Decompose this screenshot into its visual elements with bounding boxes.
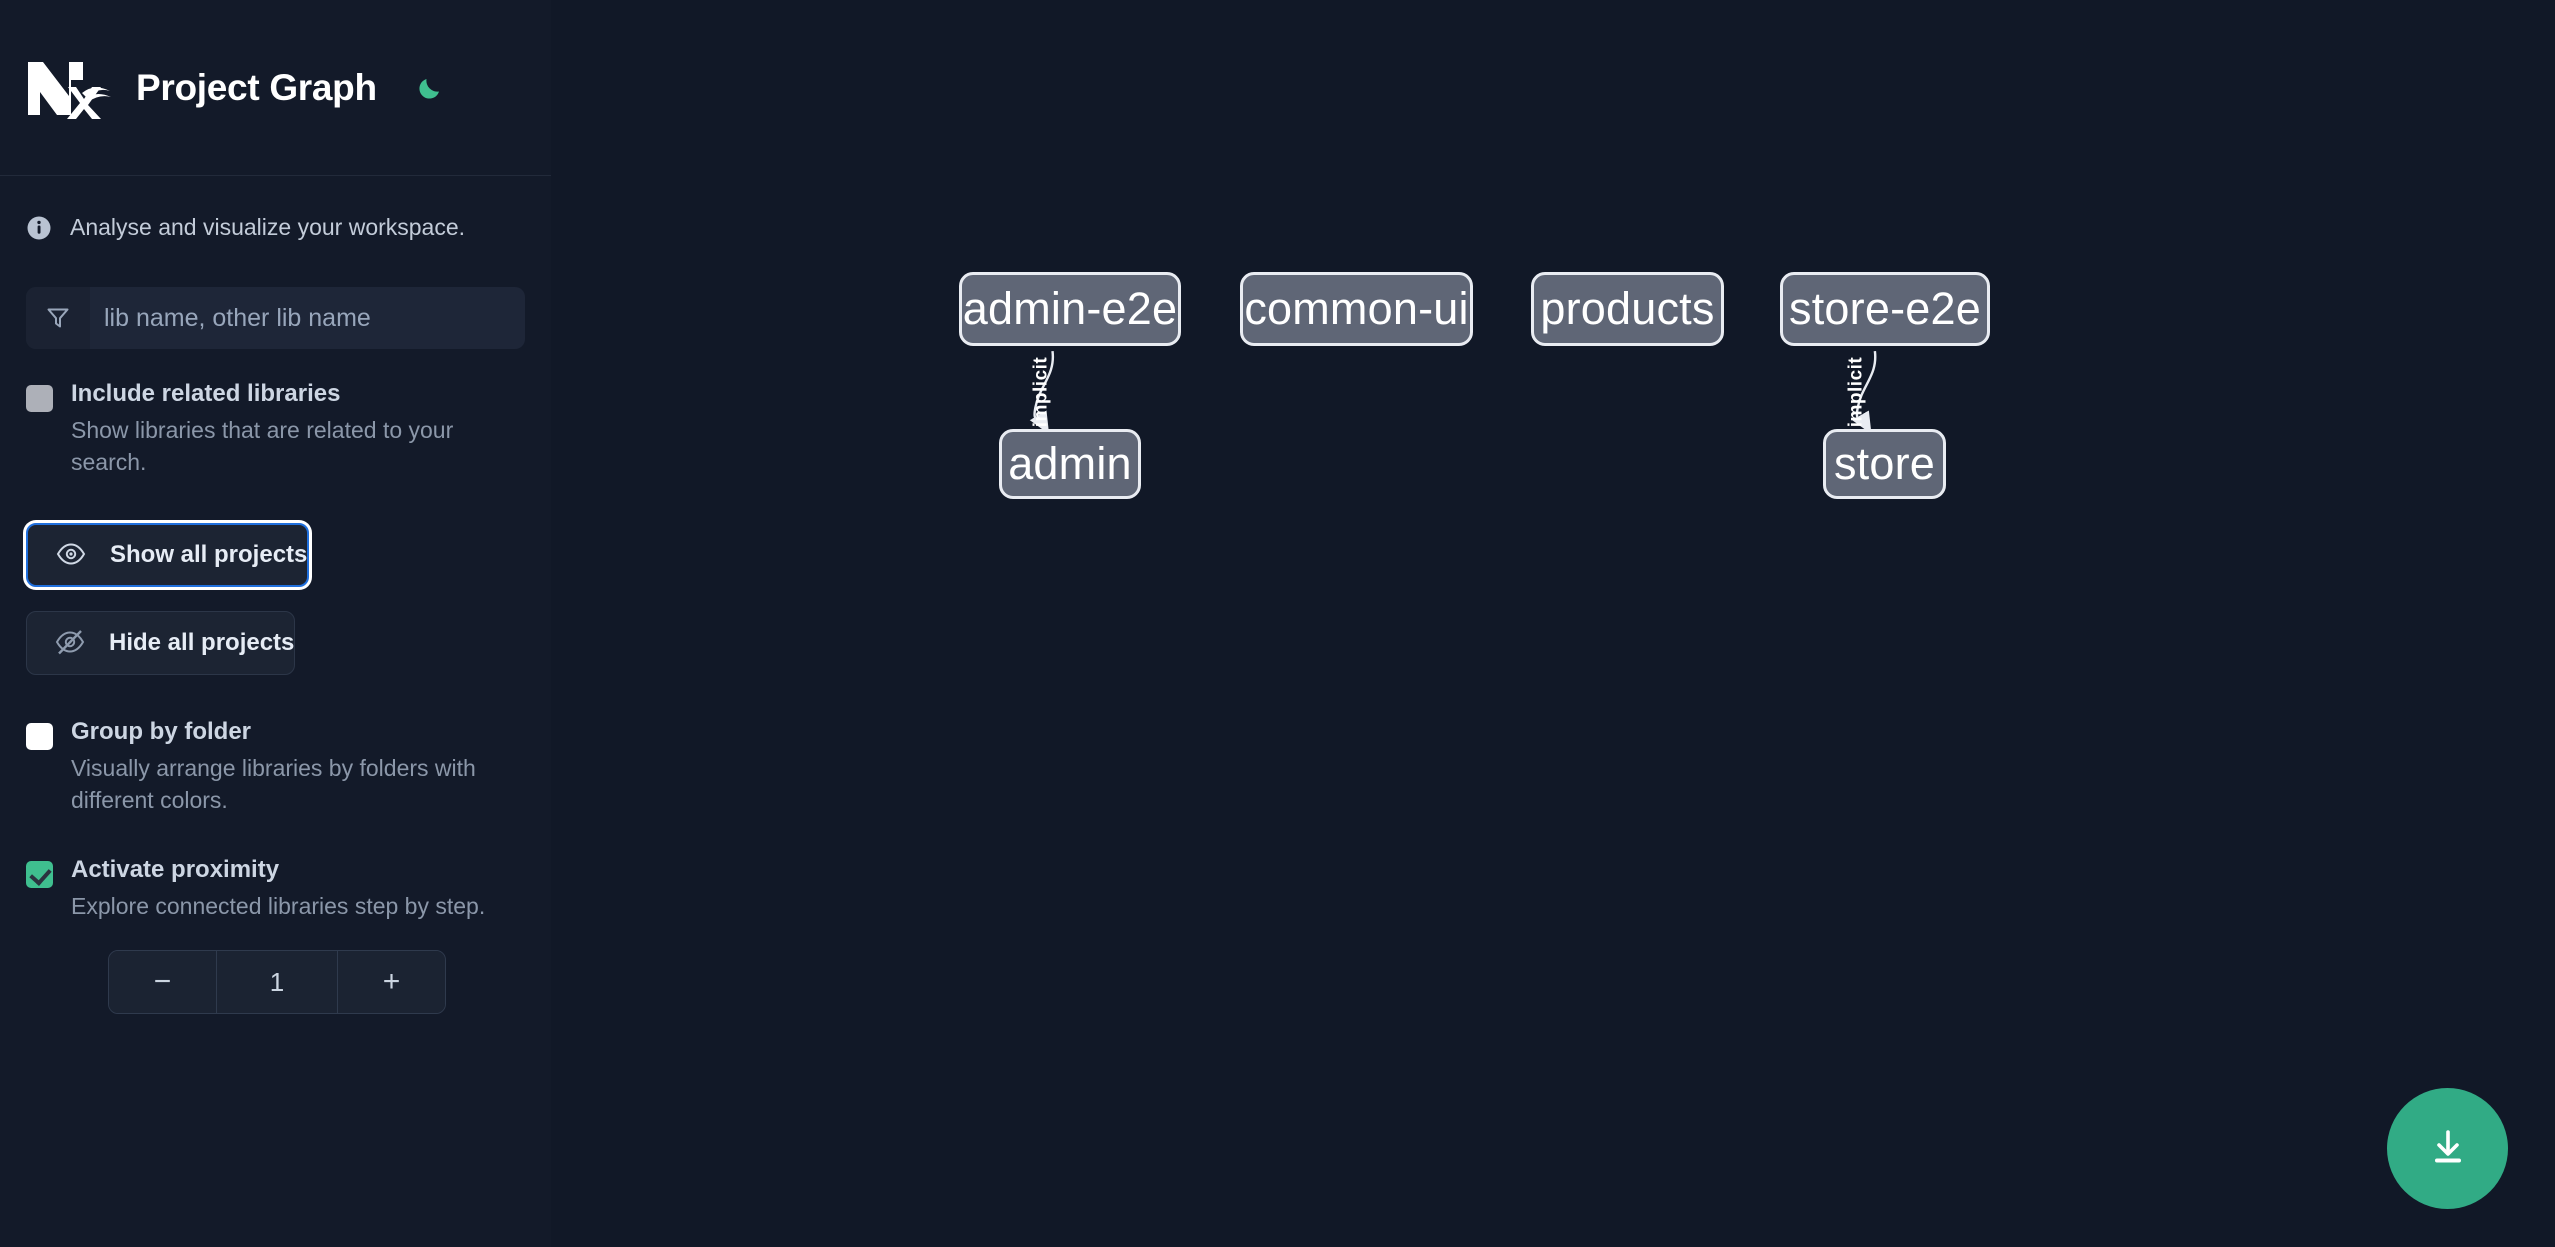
graph-node-store[interactable]: store xyxy=(1823,429,1946,499)
activate-proximity-label: Activate proximity xyxy=(71,856,280,884)
download-icon xyxy=(2426,1125,2470,1172)
edge-store-e2e-to-store xyxy=(1852,351,1877,435)
graph-edges-layer xyxy=(1029,351,1877,435)
moon-icon[interactable] xyxy=(407,65,453,111)
eye-off-icon xyxy=(55,627,85,660)
sidebar-header: Project Graph xyxy=(0,0,551,176)
filter-field[interactable] xyxy=(26,287,525,349)
group-by-folder-description: Visually arrange libraries by folders wi… xyxy=(71,754,476,814)
activate-proximity-description: Explore connected libraries step by step… xyxy=(71,892,486,919)
page-title: Project Graph xyxy=(136,66,377,108)
info-circle-icon xyxy=(26,215,52,241)
workspace-info: Analyse and visualize your workspace. xyxy=(0,176,551,241)
graph-node-products[interactable]: products xyxy=(1531,272,1724,346)
option-text-block: Activate proximity Explore connected lib… xyxy=(71,855,525,922)
show-all-projects-label: Show all projects xyxy=(110,541,308,569)
hide-all-projects-label: Hide all projects xyxy=(109,629,295,657)
activate-proximity-checkbox[interactable] xyxy=(26,861,53,889)
proximity-decrement-button[interactable]: − xyxy=(109,951,217,1014)
proximity-stepper: − 1 + xyxy=(108,950,446,1015)
proximity-increment-button[interactable]: + xyxy=(337,951,445,1014)
workspace-info-text: Analyse and visualize your workspace. xyxy=(70,214,466,240)
group-by-folder-checkbox[interactable] xyxy=(26,723,53,751)
edge-label-implicit-admin: implicit xyxy=(1030,356,1052,428)
funnel-icon xyxy=(26,287,90,349)
graph-node-store-e2e[interactable]: store-e2e xyxy=(1780,272,1990,346)
option-activate-proximity: Activate proximity Explore connected lib… xyxy=(0,855,551,922)
option-text-block: Include related libraries Show libraries… xyxy=(71,379,525,479)
sidebar: Project Graph Analyse and visualize your… xyxy=(0,0,551,1247)
download-image-button[interactable] xyxy=(2387,1088,2508,1209)
include-related-libraries-label: Include related libraries xyxy=(71,380,341,407)
option-include-related-libraries: Include related libraries Show libraries… xyxy=(0,379,551,479)
option-group-by-folder: Group by folder Visually arrange librari… xyxy=(0,717,551,817)
show-all-projects-button[interactable]: Show all projects xyxy=(26,523,310,588)
proximity-value: 1 xyxy=(217,951,337,1014)
edge-admin-e2e-to-admin xyxy=(1029,351,1055,435)
include-related-libraries-checkbox[interactable] xyxy=(26,385,53,412)
edge-label-implicit-store: implicit xyxy=(1845,356,1867,428)
hide-all-projects-button[interactable]: Hide all projects xyxy=(26,611,296,676)
option-text-block: Group by folder Visually arrange librari… xyxy=(71,717,525,817)
graph-node-common-ui[interactable]: common-ui xyxy=(1240,272,1473,346)
eye-icon xyxy=(56,539,86,572)
group-by-folder-label: Group by folder xyxy=(71,718,251,746)
graph-node-admin[interactable]: admin xyxy=(999,429,1141,499)
graph-canvas-area[interactable]: admin-e2e common-ui products store-e2e a… xyxy=(551,0,2555,1247)
nx-logo-icon xyxy=(26,57,112,119)
filter-input[interactable] xyxy=(90,287,525,349)
graph-node-admin-e2e[interactable]: admin-e2e xyxy=(959,272,1181,346)
include-related-libraries-description: Show libraries that are related to your … xyxy=(71,416,454,476)
